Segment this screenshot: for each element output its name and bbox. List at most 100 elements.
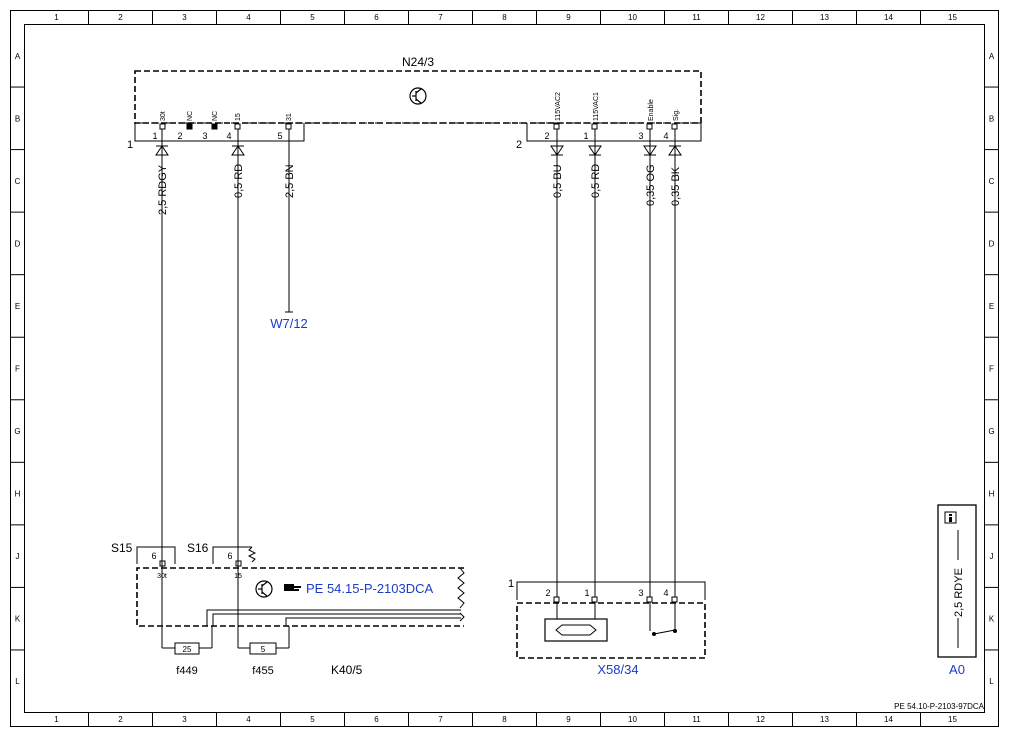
fuse-f455-name: f455 — [252, 665, 273, 677]
n24-pin-5[interactable]: 5 31 — [277, 113, 293, 141]
x58-pin-2-num: 2 — [545, 588, 550, 598]
k40-module[interactable]: K40/5 — [136, 567, 465, 677]
n24-connector-1[interactable]: 1 — [127, 123, 305, 151]
n24-c2-pin-3-name: Enable — [648, 99, 655, 121]
grid-row-label: L — [989, 677, 994, 686]
wire-rdgy[interactable]: 2,5 RDGY — [155, 129, 169, 626]
n24-c2-pin-1-num: 1 — [583, 131, 588, 141]
n24-c2-pin-4-name: Sig. — [673, 109, 680, 121]
grid-row-label: F — [15, 365, 20, 374]
n24-pin-2[interactable]: 2 NC — [177, 111, 194, 141]
grid-column-label: 9 — [566, 13, 571, 22]
n24-pin-1-num: 1 — [152, 131, 157, 141]
grid-column-label: 8 — [502, 715, 507, 724]
n24-pin-4[interactable]: 4 15 — [226, 113, 242, 141]
x58-pin-1-num: 1 — [584, 588, 589, 598]
wire-bn-ground[interactable]: 2,5 BN W7/12 — [270, 129, 308, 331]
frame — [10, 10, 999, 727]
grid-column-label: 10 — [628, 13, 637, 22]
wire-bn-label: 2,5 BN — [284, 164, 296, 198]
n24-c2-pin-3[interactable]: 3 Enable — [638, 99, 655, 141]
n24-pin-2-num: 2 — [177, 131, 182, 141]
grid-column-label: 4 — [246, 715, 251, 724]
grid-column-label: 7 — [438, 13, 443, 22]
grid-row-label: C — [15, 177, 21, 186]
k40-name: K40/5 — [331, 663, 363, 677]
grid-row-label: D — [15, 239, 21, 248]
grid-row-label: A — [15, 52, 21, 61]
footer-reference: PE 54.10-P-2103-97DCA — [894, 702, 984, 711]
n24-connector-1-label: 1 — [127, 139, 133, 151]
grid-row-label: H — [989, 490, 995, 499]
n24-c2-pin-4-num: 4 — [663, 131, 668, 141]
grid-row-label: B — [15, 114, 20, 123]
reference-link[interactable]: PE 54.15-P-2103DCA — [284, 581, 434, 596]
grid-column-label: 11 — [692, 715, 701, 724]
grid-column-label: 6 — [374, 715, 379, 724]
n24-c2-pin-3-num: 3 — [638, 131, 643, 141]
grid-column-label: 4 — [246, 13, 251, 22]
grid-column-label: 13 — [820, 715, 829, 724]
wire-rd-115[interactable]: 0,5 RD — [588, 129, 602, 597]
fuse-f455-value: 5 — [261, 645, 266, 654]
s16-connector[interactable]: S16 6 15 — [187, 541, 257, 580]
n24-pin-4-num: 4 — [226, 131, 231, 141]
grid-column-label: 5 — [310, 13, 315, 22]
n24-title: N24/3 — [402, 55, 434, 69]
x58-name[interactable]: X58/34 — [597, 662, 638, 677]
wire-rd-15-label: 0,5 RD — [233, 164, 245, 198]
fuse-f449[interactable]: 25 f449 — [174, 642, 200, 677]
grid-column-label: 7 — [438, 715, 443, 724]
grid-column-label: 13 — [820, 13, 829, 22]
grid-column-label: 6 — [374, 13, 379, 22]
wire-og-label: 0,35 OG — [645, 164, 657, 206]
x58-connector-label: 1 — [508, 578, 514, 590]
x58-pin-3-num: 3 — [638, 588, 643, 598]
s15-connector[interactable]: S15 6 30t — [111, 541, 176, 580]
grid-column-label: 2 — [118, 13, 123, 22]
wire-rd-15[interactable]: 0,5 RD — [231, 129, 245, 626]
n24-module[interactable]: N24/3 — [134, 55, 702, 124]
n24-connector-2-pins: 2 115VAC2 1 115VAC1 3 Enable 4 Sig. — [544, 92, 680, 141]
grid-column-label: 3 — [182, 13, 187, 22]
legend-ref[interactable]: A0 — [949, 662, 965, 677]
grid-row-label: H — [15, 490, 21, 499]
grid-column-label: 3 — [182, 715, 187, 724]
grid-column-label: 12 — [756, 715, 765, 724]
grid-row-label: B — [989, 114, 994, 123]
n24-pin-5-name: 31 — [286, 113, 293, 121]
grid-row-label: D — [989, 239, 995, 248]
grid-column-label: 14 — [884, 13, 893, 22]
wire-bu-label: 0,5 BU — [552, 164, 564, 198]
n24-pin-3[interactable]: 3 NC — [202, 111, 219, 141]
grid-column-label: 8 — [502, 13, 507, 22]
n24-pin-3-num: 3 — [202, 131, 207, 141]
n24-pin-1[interactable]: 1 30t — [152, 111, 167, 141]
legend-wire-label: 2,5 RDYE — [953, 568, 965, 617]
x58-connector[interactable]: 1 2 1 3 4 X58/34 — [508, 578, 706, 677]
n24-connector-2[interactable]: 2 — [516, 123, 702, 151]
n24-c2-pin-4[interactable]: 4 Sig. — [663, 109, 680, 141]
n24-pin-5-num: 5 — [277, 131, 282, 141]
reference-link-text[interactable]: PE 54.15-P-2103DCA — [306, 581, 434, 596]
grid-row-label: G — [988, 427, 994, 436]
grid-row-label: G — [14, 427, 20, 436]
grid-column-label: 12 — [756, 13, 765, 22]
wire-bu[interactable]: 0,5 BU — [550, 129, 564, 597]
n24-c2-pin-2[interactable]: 2 115VAC2 — [544, 92, 562, 141]
heating-element-icon — [544, 612, 608, 642]
fuse-f449-value: 25 — [183, 645, 192, 654]
n24-connector-1-pins: 1 30t 2 NC 3 NC 4 15 5 31 — [152, 111, 293, 141]
wire-bk[interactable]: 0,35 BK — [668, 129, 682, 597]
ground-reference-link[interactable]: W7/12 — [270, 316, 308, 331]
wire-og[interactable]: 0,35 OG — [643, 129, 657, 597]
fuse-f455[interactable]: 5 f455 — [249, 642, 277, 677]
n24-c2-pin-1[interactable]: 1 115VAC1 — [583, 92, 600, 141]
n24-pin-3-name: NC — [212, 111, 219, 121]
grid-column-label: 14 — [884, 715, 893, 724]
grid-row-label: E — [989, 302, 994, 311]
grid-row-label: L — [15, 677, 20, 686]
